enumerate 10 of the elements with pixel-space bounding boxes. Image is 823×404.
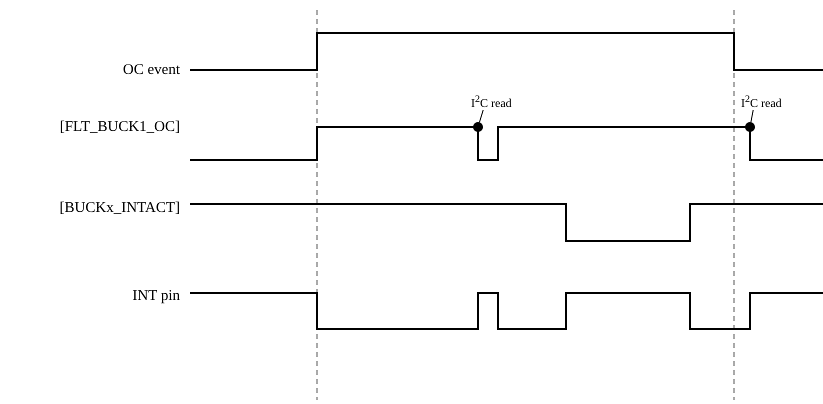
- leader-line: [478, 110, 484, 123]
- signal-name: OC event: [122, 61, 180, 79]
- signal-name: [FLT_BUCK1_OC]: [60, 118, 180, 136]
- signal-name: [BUCKx_INTACT]: [60, 199, 180, 217]
- leader-line: [750, 110, 754, 123]
- marker-dot: [745, 122, 755, 132]
- marker-dot: [473, 122, 483, 132]
- annotation-text: I$^{2}$C read: [471, 93, 512, 110]
- annotation-text: I$^{2}$C read: [741, 93, 782, 110]
- signal-name: INT pin: [132, 287, 180, 305]
